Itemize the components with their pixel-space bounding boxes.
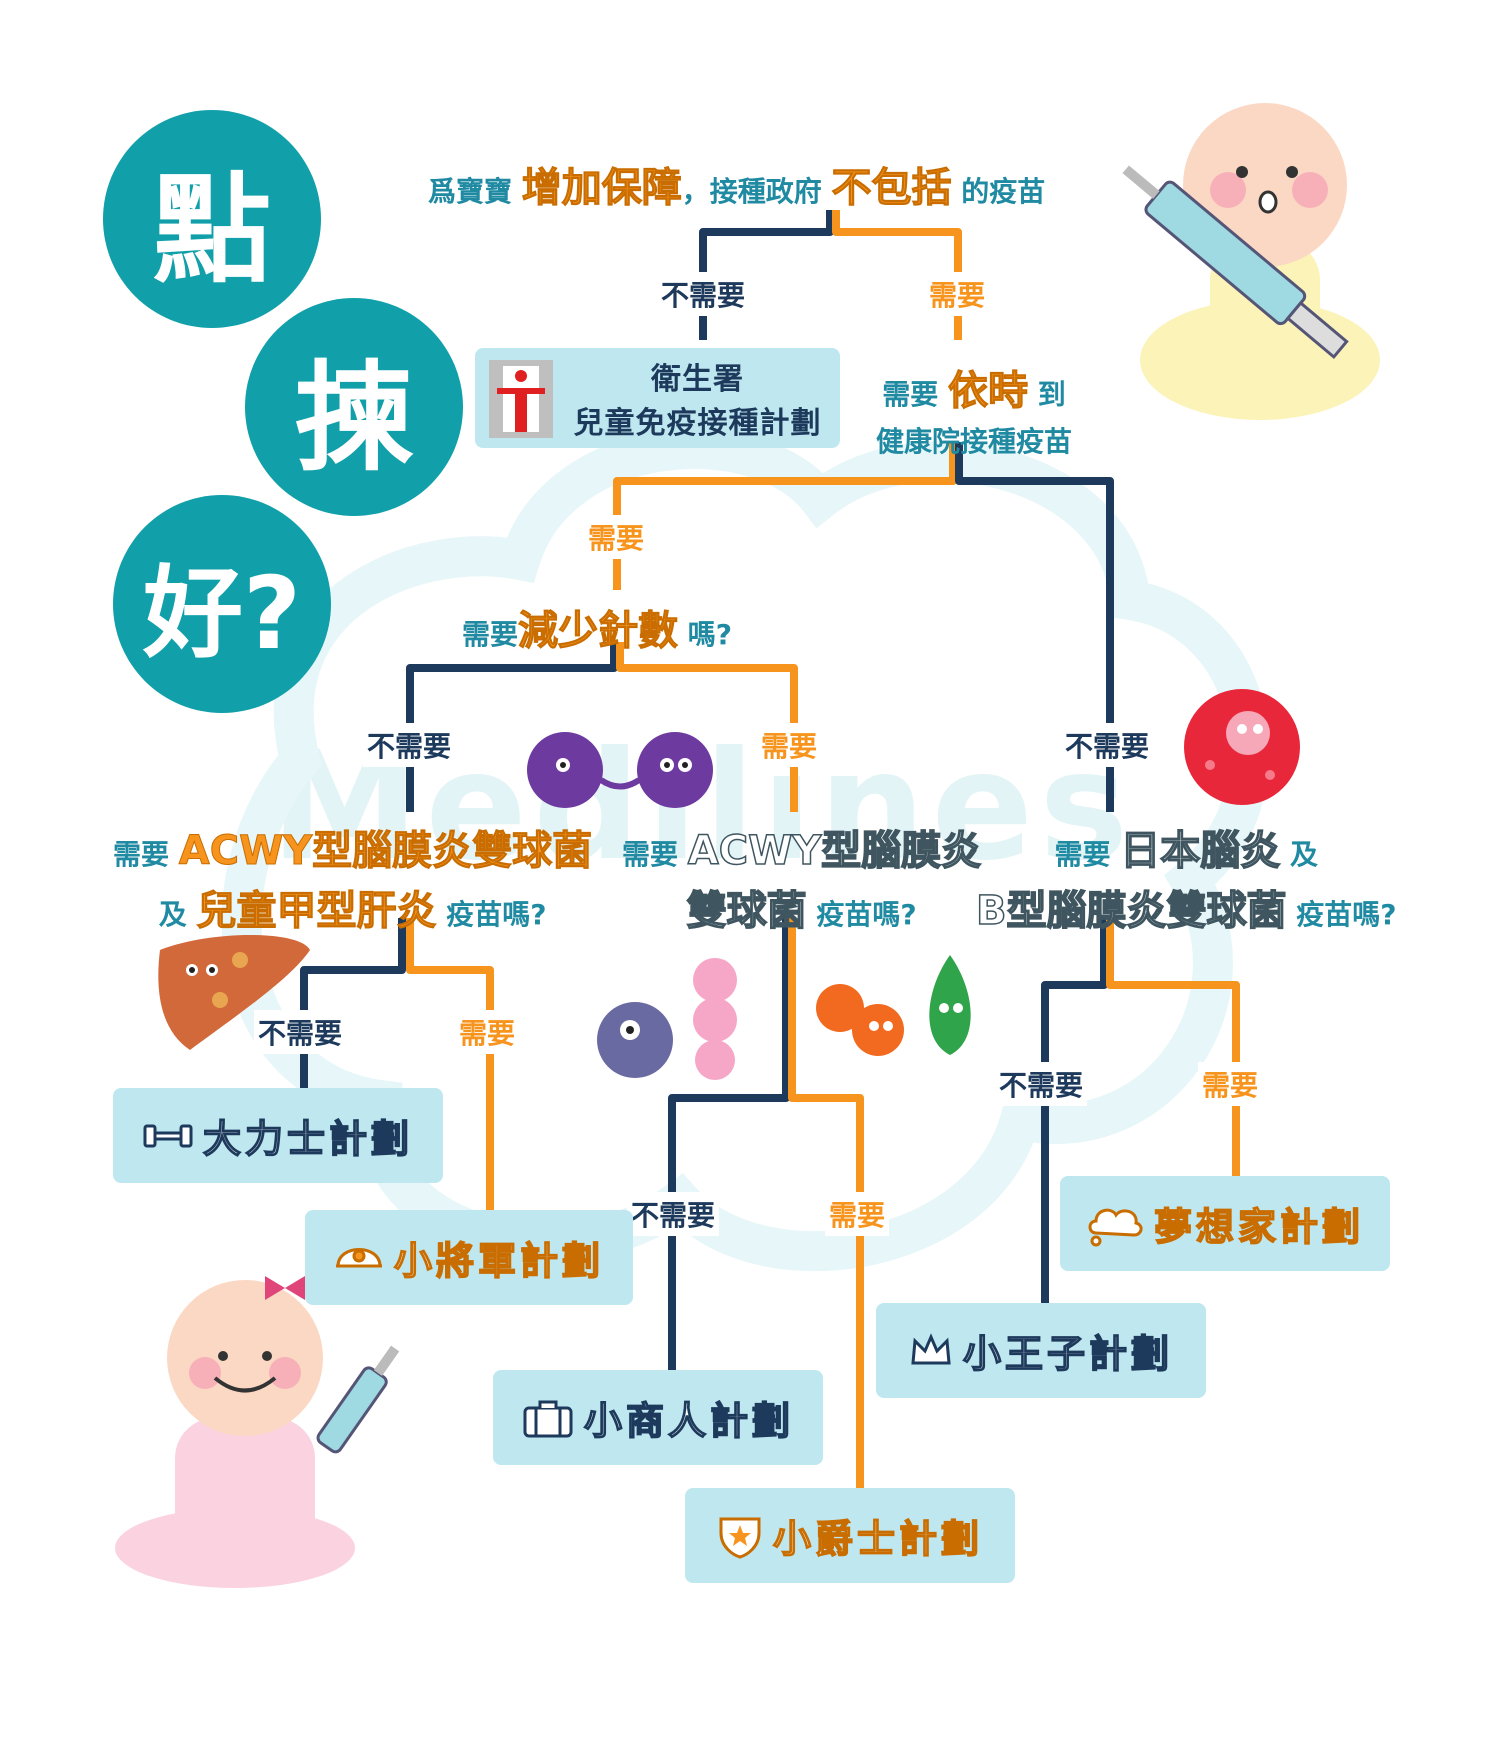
label-q6-yes: 需要: [1198, 1062, 1263, 1106]
label-q3-yes: 需要: [757, 723, 822, 767]
briefcase-icon: [522, 1396, 574, 1440]
question-4: 需要 ACWY型腦膜炎雙球菌 及 兒童甲型肝炎 疫苗嗎?: [113, 818, 593, 936]
q4-highlight-2: 兒童甲型肝炎: [196, 888, 437, 935]
label-q6-no: 不需要: [995, 1062, 1088, 1106]
line-q6-yes: [1106, 918, 1240, 1176]
question-6: 需要 日本腦炎 及 B型腦膜炎雙球菌 疫苗嗎?: [975, 818, 1397, 936]
plan-merchant-label: 小商人計劃: [583, 1398, 794, 1444]
q4-and: 及: [158, 898, 187, 931]
orange-green-germs-illustration: [816, 955, 971, 1056]
plan-prince-label: 小王子計劃: [962, 1331, 1173, 1377]
plan-dreamer-box[interactable]: 夢想家計劃: [1060, 1176, 1390, 1271]
plan-hercules-label: 大力士計劃: [202, 1116, 413, 1162]
q5-suffix: 疫苗嗎?: [816, 898, 917, 931]
plan-prince-box[interactable]: 小王子計劃: [876, 1303, 1206, 1398]
question-3: 需要減少針數 嗎?: [462, 598, 732, 656]
title-circle-2: 揀: [245, 298, 463, 516]
q5-highlight-2: 雙球菌: [686, 887, 808, 935]
label-q2-no: 不需要: [1061, 723, 1154, 767]
q4-prefix: 需要: [113, 838, 170, 871]
label-q4-yes: 需要: [455, 1010, 520, 1054]
line-q2-no: [955, 442, 1114, 812]
question-2: 需要 依時 到 健康院接種疫苗: [876, 358, 1072, 460]
q1-middle: ，接種政府: [681, 175, 822, 208]
q6-prefix: 需要: [1054, 838, 1111, 871]
q2-suffix: 到: [1037, 378, 1066, 411]
line-q4-yes: [406, 918, 494, 1210]
line-q6-no: [1041, 918, 1108, 1303]
plan-hercules-box[interactable]: 大力士計劃: [113, 1088, 443, 1183]
q6-and: 及: [1290, 838, 1319, 871]
red-germ-illustration: [1184, 689, 1300, 805]
q3-highlight: 減少針數: [518, 608, 679, 655]
line-q5-yes: [788, 918, 864, 1488]
baby-girl-with-syringe-illustration: [115, 1276, 400, 1588]
line-q4-no: [300, 918, 406, 1088]
q5-highlight-1: ACWY型腦膜炎: [687, 827, 982, 875]
label-q1-no: 不需要: [657, 272, 750, 316]
q2-highlight: 依時: [948, 368, 1029, 415]
q3-suffix: 嗎?: [687, 618, 733, 651]
question-1: 爲寶寶 增加保障，接種政府 不包括 的疫苗: [428, 155, 1045, 213]
title-char-1: 點: [152, 160, 271, 299]
dh-logo-icon: [489, 360, 553, 438]
dh-line-2: 兒童免疫接種計劃: [573, 406, 822, 441]
crown-icon: [909, 1332, 953, 1369]
label-q4-no: 不需要: [254, 1010, 347, 1054]
q1-highlight2: 不包括: [831, 165, 952, 212]
q4-highlight-1: ACWY型腦膜炎雙球菌: [178, 828, 593, 875]
cap-icon: [334, 1236, 384, 1280]
q3-prefix: 需要: [462, 618, 519, 651]
label-q3-no: 不需要: [363, 723, 456, 767]
baby-boy-with-syringe-illustration: [1122, 103, 1380, 420]
title-circle-3: 好?: [113, 495, 331, 713]
label-q5-no: 不需要: [627, 1192, 720, 1236]
title-circle-1: 點: [103, 110, 321, 328]
q6-highlight-1: 日本腦炎: [1120, 827, 1282, 875]
q2-prefix: 需要: [882, 378, 939, 411]
plan-general-box[interactable]: 小將軍計劃: [305, 1210, 633, 1305]
q6-suffix: 疫苗嗎?: [1296, 898, 1397, 931]
liver-illustration: [158, 935, 310, 1050]
plan-merchant-box[interactable]: 小商人計劃: [493, 1370, 823, 1465]
label-q1-yes: 需要: [925, 272, 990, 316]
plan-knight-label: 小爵士計劃: [772, 1516, 983, 1562]
q2-line-2: 健康院接種疫苗: [876, 425, 1073, 458]
plan-general-label: 小將軍計劃: [393, 1238, 604, 1284]
purple-germs-illustration: [527, 732, 713, 808]
dumbbell-icon: [143, 1116, 193, 1156]
cloud-icon: [1086, 1201, 1144, 1247]
q6-highlight-2: B型腦膜炎雙球菌: [975, 887, 1287, 935]
dh-line-1: 衛生署: [651, 362, 744, 397]
title-char-2: 揀: [294, 348, 413, 487]
plan-knight-box[interactable]: 小爵士計劃: [685, 1488, 1015, 1583]
q4-suffix: 疫苗嗎?: [446, 898, 547, 931]
q1-suffix: 的疫苗: [961, 175, 1046, 208]
label-q2-yes: 需要: [584, 515, 649, 559]
plan-dh-box[interactable]: 衛生署 兒童免疫接種計劃: [475, 348, 840, 448]
q1-prefix: 爲寶寶: [428, 175, 513, 208]
q1-highlight: 增加保障: [521, 165, 682, 212]
q5-prefix: 需要: [622, 838, 679, 871]
plan-dreamer-label: 夢想家計劃: [1153, 1204, 1364, 1250]
blue-pink-germs-illustration: [597, 958, 737, 1080]
question-5: 需要 ACWY型腦膜炎 雙球菌 疫苗嗎?: [622, 818, 982, 936]
line-q2-yes: [613, 442, 957, 590]
label-q5-yes: 需要: [825, 1192, 890, 1236]
title-char-3: 好?: [142, 554, 301, 672]
shield-icon: [717, 1513, 763, 1559]
